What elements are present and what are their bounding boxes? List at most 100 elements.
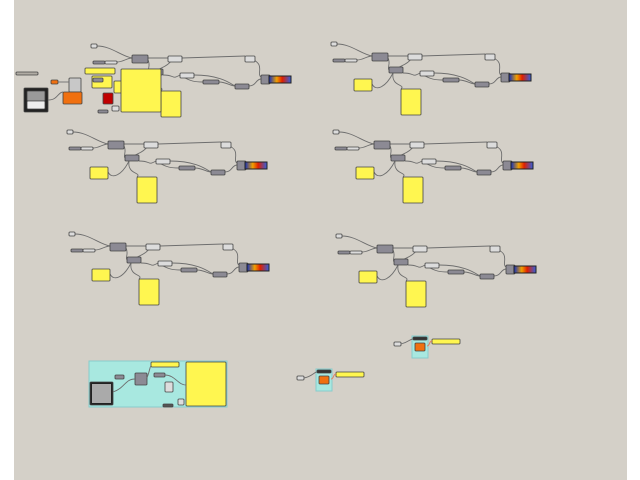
panel-node[interactable] (120, 68, 162, 113)
param-node[interactable] (409, 141, 425, 149)
param-node[interactable] (337, 250, 351, 255)
component-node[interactable] (92, 77, 104, 83)
component-node[interactable] (210, 169, 226, 176)
component-node[interactable] (109, 242, 127, 252)
param-node[interactable] (153, 372, 166, 378)
component-node[interactable] (68, 77, 82, 93)
panel-node[interactable] (358, 270, 378, 284)
param-node[interactable] (114, 374, 125, 380)
gradient-legend-icon[interactable] (513, 265, 537, 274)
param-node[interactable] (407, 53, 423, 61)
colour-swatch[interactable] (318, 375, 330, 385)
param-node[interactable] (335, 233, 343, 239)
gradient-legend-icon[interactable] (508, 73, 532, 82)
panel-node[interactable] (84, 67, 116, 75)
colour-swatch[interactable] (414, 342, 426, 352)
component-node[interactable] (442, 77, 460, 83)
component-header[interactable] (412, 336, 428, 341)
colour-swatch[interactable] (102, 92, 114, 105)
param-node[interactable] (68, 231, 76, 237)
panel-node[interactable] (138, 278, 160, 306)
component-node[interactable] (388, 66, 404, 74)
param-node[interactable] (220, 141, 232, 149)
param-node[interactable] (80, 146, 94, 151)
component-node[interactable] (134, 372, 148, 386)
param-node[interactable] (179, 72, 195, 79)
gradient-legend-icon[interactable] (268, 75, 292, 84)
panel-node[interactable] (405, 280, 427, 308)
component-node[interactable] (373, 140, 391, 150)
param-node[interactable] (145, 243, 161, 251)
param-node[interactable] (244, 55, 256, 63)
param-node[interactable] (332, 129, 340, 135)
param-node[interactable] (419, 70, 435, 77)
panel-node[interactable] (91, 268, 111, 282)
colour-swatch[interactable] (62, 91, 83, 105)
param-node[interactable] (332, 58, 346, 63)
component-node[interactable] (131, 54, 149, 64)
param-node[interactable] (104, 60, 118, 65)
param-node[interactable] (92, 60, 106, 65)
component-node[interactable] (476, 169, 492, 176)
param-node[interactable] (111, 105, 120, 112)
param-node[interactable] (344, 58, 358, 63)
panel-node[interactable] (400, 88, 422, 116)
panel-node[interactable] (402, 176, 424, 204)
param-node[interactable] (50, 79, 59, 85)
param-node[interactable] (66, 129, 74, 135)
param-node[interactable] (489, 245, 501, 253)
panel-node[interactable] (335, 371, 365, 378)
param-node[interactable] (222, 243, 234, 251)
param-node[interactable] (424, 262, 440, 269)
component-node[interactable] (107, 140, 125, 150)
component-node[interactable] (390, 154, 406, 162)
component-header[interactable] (316, 369, 332, 374)
component-node[interactable] (202, 79, 220, 85)
param-node[interactable] (164, 381, 174, 393)
component-node[interactable] (234, 83, 250, 90)
param-node[interactable] (393, 341, 402, 347)
panel-node[interactable] (353, 78, 373, 92)
param-node[interactable] (421, 158, 437, 165)
param-node[interactable] (334, 146, 348, 151)
param-node[interactable] (97, 109, 109, 114)
param-node[interactable] (486, 141, 498, 149)
grasshopper-canvas[interactable] (14, 0, 627, 480)
param-node[interactable] (155, 158, 171, 165)
param-node[interactable] (70, 248, 84, 253)
component-node[interactable] (474, 81, 490, 88)
param-node[interactable] (167, 55, 183, 63)
panel-node[interactable] (431, 338, 461, 345)
param-node[interactable] (162, 403, 174, 408)
component-node[interactable] (376, 244, 394, 254)
param-node[interactable] (330, 41, 338, 47)
panel-node[interactable] (89, 166, 109, 180)
param-node[interactable] (346, 146, 360, 151)
panel-node[interactable] (185, 361, 227, 407)
param-node[interactable] (157, 260, 173, 267)
param-node[interactable] (484, 53, 496, 61)
component-node[interactable] (479, 273, 495, 280)
param-node[interactable] (143, 141, 159, 149)
component-node[interactable] (178, 165, 196, 171)
component-node[interactable] (212, 271, 228, 278)
panel-node[interactable] (136, 176, 158, 204)
param-node[interactable] (296, 375, 305, 381)
param-node[interactable] (412, 245, 428, 253)
component-node[interactable] (180, 267, 198, 273)
panel-node[interactable] (355, 166, 375, 180)
param-node[interactable] (90, 43, 98, 49)
panel-node[interactable] (150, 361, 180, 368)
gradient-legend-icon[interactable] (244, 161, 268, 170)
gradient-legend-icon[interactable] (246, 263, 270, 272)
node-graph[interactable] (14, 0, 627, 480)
component-node[interactable] (126, 256, 142, 264)
component-node[interactable] (447, 269, 465, 275)
param-node[interactable] (82, 248, 96, 253)
param-node[interactable] (177, 398, 185, 406)
component-node[interactable] (124, 154, 140, 162)
component-node[interactable] (393, 258, 409, 266)
panel-node[interactable] (160, 90, 182, 118)
param-node[interactable] (68, 146, 82, 151)
gradient-legend-icon[interactable] (510, 161, 534, 170)
